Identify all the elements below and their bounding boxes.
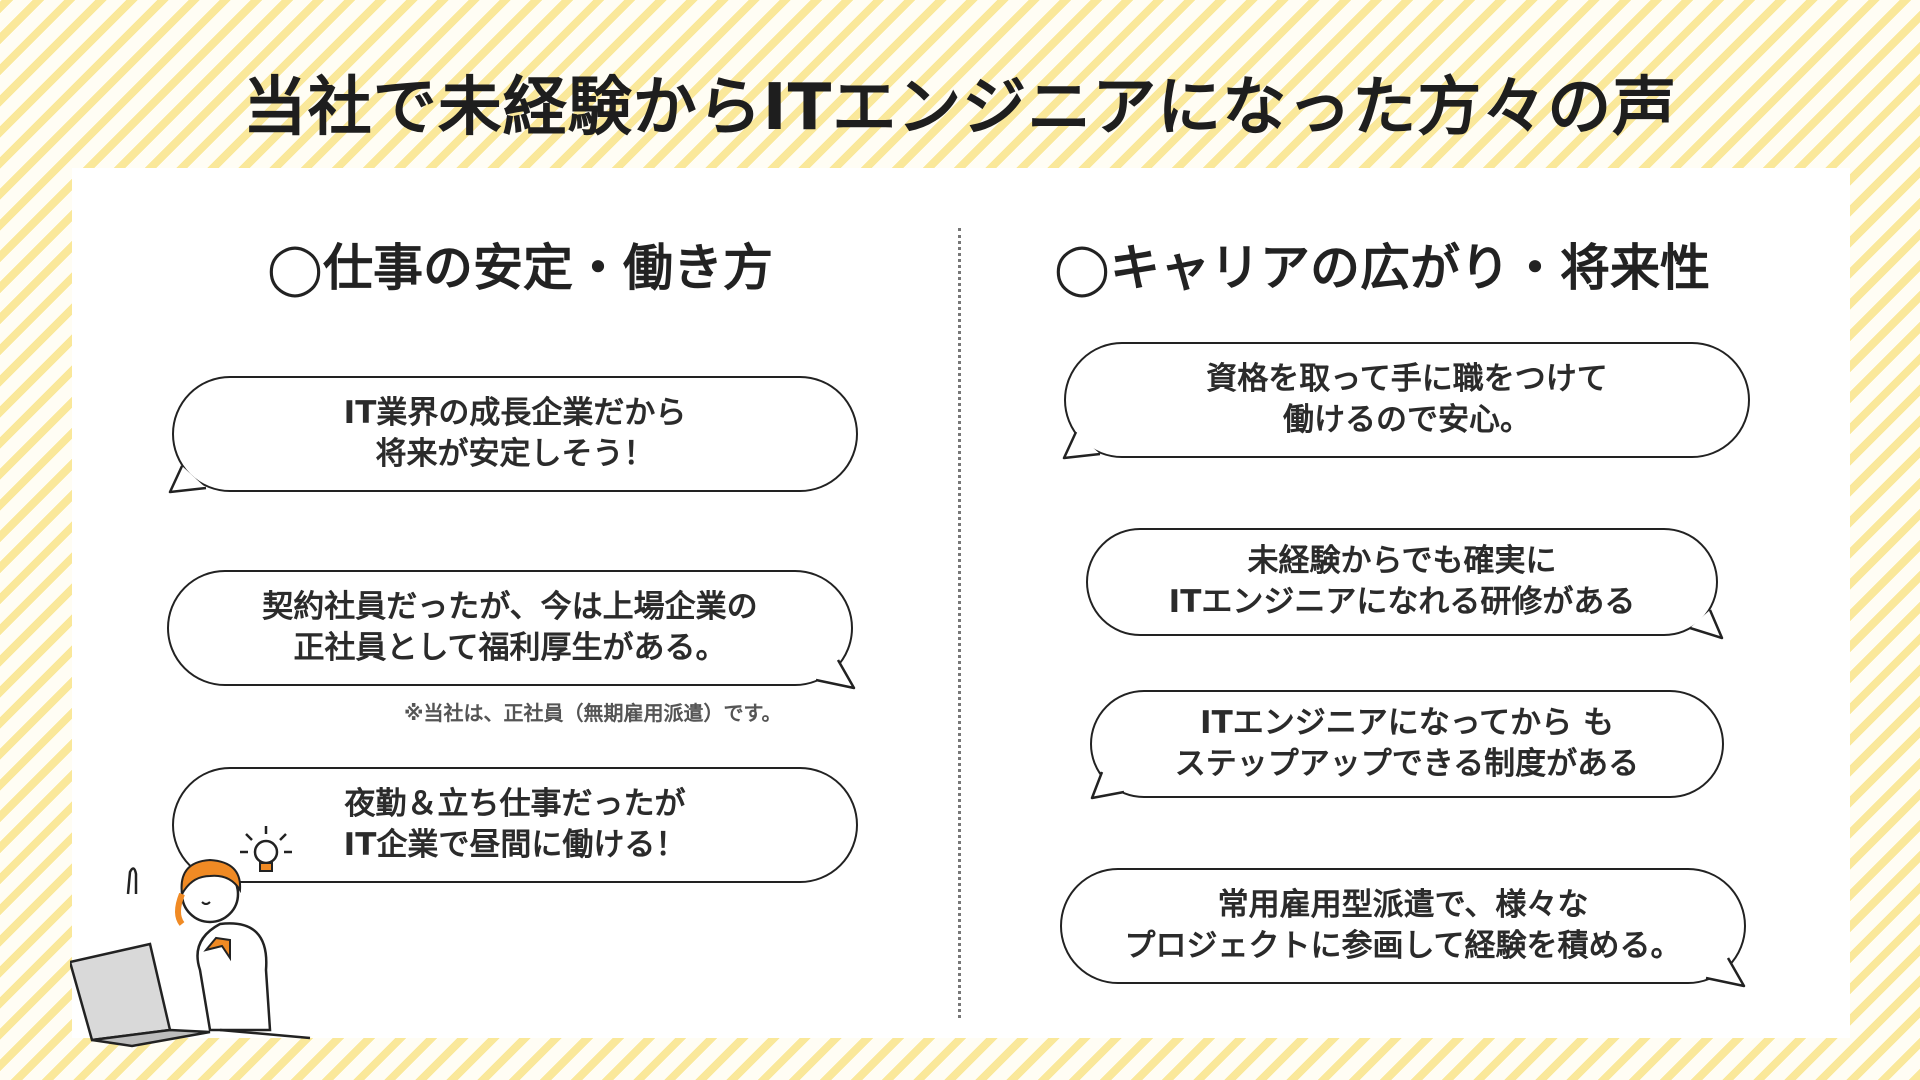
bubble-line: 働けるので安心。 xyxy=(1283,402,1531,438)
page-title: 当社で未経験からITエンジニアになった方々の声 xyxy=(242,71,1678,145)
person-laptop-illustration xyxy=(70,826,311,1048)
bubble-line: ステップアップできる制度がある xyxy=(1174,746,1640,782)
left-heading: ◯仕事の安定・働き方 xyxy=(267,239,773,297)
bubble-line: IT業界の成長企業だから xyxy=(343,395,687,431)
bubble-tail xyxy=(1062,431,1101,460)
speech-bubble-stability: IT業界の成長企業だから 将来が安定しそう！ xyxy=(172,376,858,492)
bubble-tail xyxy=(1090,771,1125,800)
right-heading: ◯キャリアの広がり・将来性 xyxy=(1054,239,1710,297)
bubble-line: ITエンジニアになれる研修がある xyxy=(1168,584,1636,620)
speech-bubble-training: 未経験からでも確実に ITエンジニアになれる研修がある xyxy=(1086,528,1718,636)
bubble-line: 夜勤＆立ち仕事だったが xyxy=(344,786,686,822)
bubble-tail xyxy=(815,659,856,690)
bubble-line: 正社員として福利厚生がある。 xyxy=(293,630,727,666)
speech-bubble-full-time: 契約社員だったが、今は上場企業の 正社員として福利厚生がある。 xyxy=(167,570,853,686)
bubble-tail xyxy=(168,465,207,494)
bubble-line: 常用雇用型派遣で、様々な xyxy=(1217,887,1589,923)
bubble-tail xyxy=(1689,609,1724,640)
speech-bubble-qualifications: 資格を取って手に職をつけて 働けるので安心。 xyxy=(1064,342,1750,458)
employment-note: ※当社は、正社員（無期雇用派遣）です。 xyxy=(404,701,782,725)
bubble-line: プロジェクトに参画して経験を積める。 xyxy=(1124,928,1682,964)
speech-bubble-daytime: 夜勤＆立ち仕事だったが IT企業で昼間に働ける！ xyxy=(172,767,858,883)
bubble-line: 未経験からでも確実に xyxy=(1247,543,1557,579)
column-divider xyxy=(958,228,961,1018)
bubble-line: 将来が安定しそう！ xyxy=(375,436,655,472)
bubble-line: IT企業で昼間に働ける！ xyxy=(343,827,687,863)
bubble-line: ITエンジニアになってから も xyxy=(1200,705,1614,741)
bubble-line: 資格を取って手に職をつけて xyxy=(1206,361,1608,397)
lightbulb-icon xyxy=(240,826,292,872)
speech-bubble-projects: 常用雇用型派遣で、様々な プロジェクトに参画して経験を積める。 xyxy=(1060,868,1746,984)
speech-bubble-career-system: ITエンジニアになってから も ステップアップできる制度がある xyxy=(1090,690,1724,798)
bubble-line: 契約社員だったが、今は上場企業の xyxy=(262,589,758,625)
bubble-tail xyxy=(1705,957,1746,988)
